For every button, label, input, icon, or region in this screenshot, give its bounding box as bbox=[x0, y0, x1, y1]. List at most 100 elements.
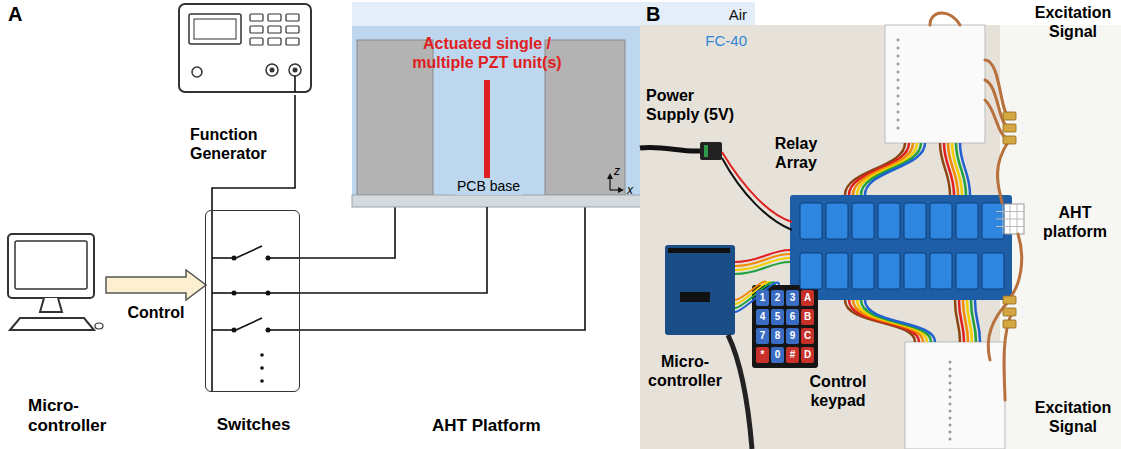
generator-button bbox=[250, 14, 263, 21]
key-legend: 9 bbox=[786, 329, 799, 343]
platform-grid bbox=[996, 219, 1024, 220]
switch-box: Switches bbox=[205, 210, 300, 392]
pzt-label: Actuated single / multiple PZT unit(s) bbox=[402, 34, 572, 72]
board-hole bbox=[949, 382, 952, 385]
switch-contact bbox=[266, 291, 271, 296]
switch-wire bbox=[270, 257, 300, 259]
keypad-key bbox=[801, 328, 814, 344]
control-arrow bbox=[106, 270, 206, 300]
ellipsis-dot bbox=[260, 366, 264, 370]
keypad-key bbox=[756, 290, 769, 306]
relay bbox=[826, 203, 848, 239]
output-jack bbox=[266, 64, 278, 76]
keypad-key bbox=[771, 309, 784, 325]
relay bbox=[930, 203, 952, 239]
keypad-key bbox=[771, 328, 784, 344]
circuit-board bbox=[885, 25, 985, 143]
key-legend: 1 bbox=[756, 291, 769, 305]
relay bbox=[904, 253, 926, 289]
keypad-key bbox=[786, 309, 799, 325]
generator-button bbox=[286, 26, 299, 33]
power-jack bbox=[700, 142, 722, 160]
ribbon-wire bbox=[960, 143, 970, 195]
switch-wire bbox=[212, 292, 232, 294]
relay bbox=[800, 203, 822, 239]
relay bbox=[878, 203, 900, 239]
switch-wire bbox=[212, 257, 232, 259]
axis-label: x bbox=[627, 183, 633, 197]
sma-connector bbox=[1003, 308, 1016, 316]
board-hole bbox=[897, 111, 900, 114]
relay bbox=[982, 203, 1004, 239]
ribbon-wire bbox=[861, 143, 921, 195]
switch-wire bbox=[270, 329, 300, 331]
generator-knob bbox=[192, 67, 202, 77]
key-legend: * bbox=[756, 348, 769, 362]
sma-connector bbox=[1003, 320, 1016, 328]
relay bbox=[852, 203, 874, 239]
mouse bbox=[95, 323, 103, 329]
coax-cable bbox=[1010, 234, 1022, 298]
relay bbox=[800, 253, 822, 289]
board-hole bbox=[897, 127, 900, 130]
keypad-key bbox=[771, 347, 784, 363]
coax-cable bbox=[997, 142, 1008, 203]
wire-connector bbox=[300, 207, 487, 293]
ellipsis-dot bbox=[260, 379, 264, 383]
key-legend: # bbox=[786, 348, 799, 362]
monitor bbox=[8, 234, 94, 298]
key-legend: 3 bbox=[786, 291, 799, 305]
ribbon-wire bbox=[975, 300, 980, 342]
keypad-key bbox=[786, 328, 799, 344]
bus-line bbox=[211, 210, 213, 392]
board-hole bbox=[897, 103, 900, 106]
output-jack bbox=[293, 68, 298, 73]
relay bbox=[930, 253, 952, 289]
generator-screen bbox=[194, 19, 236, 39]
switch-lever bbox=[236, 318, 262, 330]
key-legend: A bbox=[801, 291, 814, 305]
generator-button bbox=[268, 14, 281, 21]
keypad-key bbox=[756, 309, 769, 325]
computer-icon: Micro- controller bbox=[2, 232, 102, 335]
signal-wire bbox=[294, 76, 296, 92]
switch-lever bbox=[236, 292, 266, 294]
relay bbox=[956, 253, 978, 289]
keypad bbox=[752, 285, 818, 368]
key-legend: 8 bbox=[771, 329, 784, 343]
switch-contact bbox=[266, 256, 271, 261]
switch-contact bbox=[232, 256, 237, 261]
board-hole bbox=[949, 410, 952, 413]
relay bbox=[826, 253, 848, 289]
panel-letter: B bbox=[646, 2, 660, 26]
generator-button bbox=[250, 38, 263, 45]
board-hole bbox=[949, 403, 952, 406]
illustration-details bbox=[250, 13, 1024, 441]
generator-body bbox=[179, 4, 311, 92]
function-generator: Function Generator bbox=[178, 3, 312, 95]
monitor-stand bbox=[40, 298, 62, 312]
output-jack bbox=[270, 68, 275, 73]
board-hole bbox=[949, 375, 952, 378]
board-hole bbox=[897, 119, 900, 122]
medium-label: Air bbox=[729, 6, 747, 24]
generator-button bbox=[286, 14, 299, 21]
switch-lever bbox=[236, 246, 262, 258]
board-hole bbox=[897, 71, 900, 74]
photo-label: AHT platform bbox=[1035, 203, 1115, 241]
section-label: AHT Platform bbox=[432, 416, 541, 436]
board-hole bbox=[897, 63, 900, 66]
air-region bbox=[352, 2, 755, 26]
axis-arrowhead bbox=[618, 187, 624, 193]
keypad-key bbox=[801, 290, 814, 306]
usb-cable bbox=[728, 335, 752, 449]
monitor-screen bbox=[15, 241, 87, 289]
part-label: PCB base bbox=[455, 178, 522, 195]
board-hole bbox=[897, 47, 900, 50]
board-hole bbox=[949, 424, 952, 427]
platform-grid bbox=[996, 226, 1024, 227]
key-legend: 2 bbox=[771, 291, 784, 305]
key-legend: 6 bbox=[786, 310, 799, 324]
edge-label: Control bbox=[128, 303, 185, 322]
key-legend: 5 bbox=[771, 310, 784, 324]
